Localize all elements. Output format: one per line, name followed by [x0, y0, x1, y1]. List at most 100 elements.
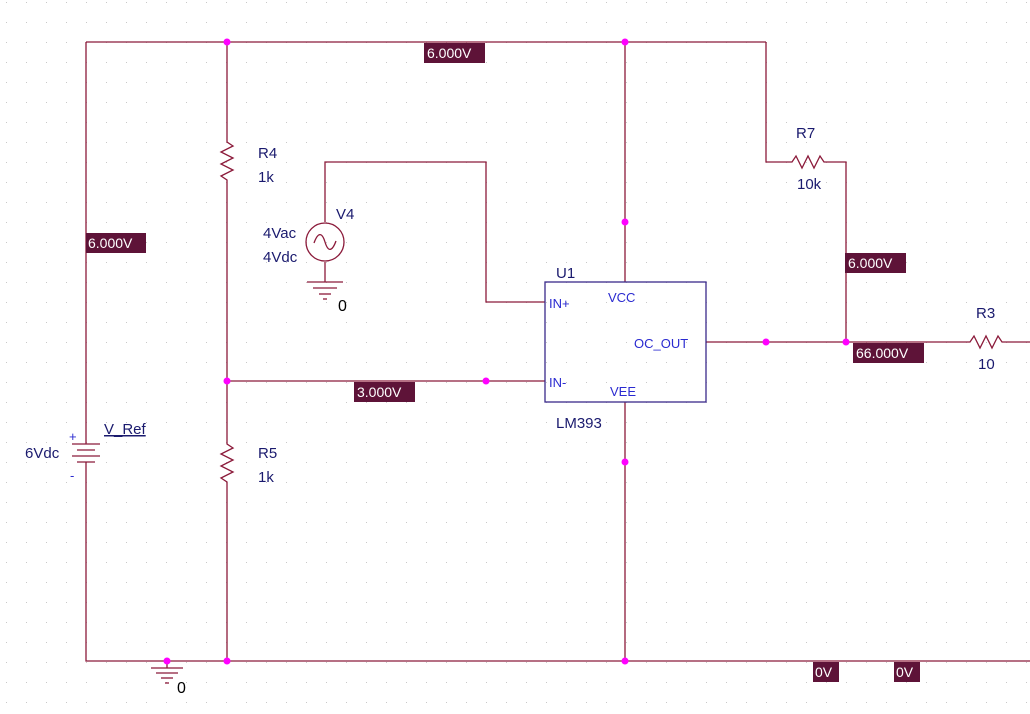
- resistor-r5[interactable]: [219, 440, 235, 488]
- wire-left-rail-bottom[interactable]: [85, 470, 1030, 662]
- resistor-r4[interactable]: [219, 138, 235, 186]
- grid-dot: [286, 262, 287, 263]
- grid-dot: [446, 702, 447, 703]
- grid-dot: [446, 362, 447, 363]
- wire-v4-top[interactable]: [324, 161, 545, 303]
- grid-dot: [766, 482, 767, 483]
- resistor-r3[interactable]: [966, 334, 1008, 350]
- grid-dot: [1026, 322, 1027, 323]
- grid-dot: [6, 382, 7, 383]
- grid-dot: [386, 2, 387, 3]
- grid-dot: [546, 582, 547, 583]
- grid-dot: [326, 582, 327, 583]
- grid-dot: [866, 562, 867, 563]
- grid-dot: [166, 302, 167, 303]
- grid-dot: [606, 422, 607, 423]
- grid-dot: [626, 142, 627, 143]
- grid-dot: [326, 142, 327, 143]
- grid-dot: [266, 322, 267, 323]
- grid-dot: [106, 402, 107, 403]
- grid-dot: [346, 702, 347, 703]
- grid-dot: [206, 102, 207, 103]
- grid-dot: [6, 222, 7, 223]
- grid-dot: [146, 22, 147, 23]
- grid-dot: [326, 402, 327, 403]
- grid-dot: [126, 102, 127, 103]
- grid-dot: [506, 602, 507, 603]
- grid-dot: [966, 602, 967, 603]
- grid-dot: [26, 562, 27, 563]
- grid-dot: [966, 642, 967, 643]
- grid-dot: [546, 442, 547, 443]
- grid-dot: [1026, 202, 1027, 203]
- grid-dot: [1026, 262, 1027, 263]
- grid-dot: [406, 522, 407, 523]
- grid-dot: [826, 702, 827, 703]
- grid-dot: [646, 202, 647, 203]
- battery-vref[interactable]: [72, 432, 100, 470]
- grid-dot: [1026, 382, 1027, 383]
- grid-dot: [306, 562, 307, 563]
- grid-dot: [906, 442, 907, 443]
- grid-dot: [466, 702, 467, 703]
- ac-source-v4[interactable]: [305, 222, 345, 262]
- grid-dot: [866, 182, 867, 183]
- grid-dot: [726, 702, 727, 703]
- grid-dot: [506, 502, 507, 503]
- grid-dot: [586, 522, 587, 523]
- grid-dot: [526, 82, 527, 83]
- resistor-r7[interactable]: [788, 154, 826, 170]
- wire-r7-right[interactable]: [826, 161, 847, 342]
- grid-dot: [366, 102, 367, 103]
- grid-dot: [746, 662, 747, 663]
- grid-dot: [646, 682, 647, 683]
- grid-dot: [846, 102, 847, 103]
- grid-dot: [846, 462, 847, 463]
- grid-dot: [846, 122, 847, 123]
- grid-dot: [26, 322, 27, 323]
- grid-dot: [286, 602, 287, 603]
- grid-dot: [986, 662, 987, 663]
- grid-dot: [386, 622, 387, 623]
- wire-r7-left[interactable]: [765, 42, 788, 163]
- grid-dot: [146, 582, 147, 583]
- grid-dot: [966, 42, 967, 43]
- grid-dot: [106, 122, 107, 123]
- grid-dot: [546, 302, 547, 303]
- grid-dot: [66, 102, 67, 103]
- grid-dot: [766, 622, 767, 623]
- grid-dot: [766, 302, 767, 303]
- comparator-u1[interactable]: [544, 281, 707, 403]
- grid-dot: [626, 162, 627, 163]
- grid-dot: [186, 302, 187, 303]
- grid-dot: [286, 142, 287, 143]
- grid-dot: [806, 402, 807, 403]
- grid-dot: [366, 602, 367, 603]
- grid-dot: [526, 422, 527, 423]
- grid-dot: [706, 182, 707, 183]
- grid-dot: [366, 482, 367, 483]
- grid-dot: [486, 122, 487, 123]
- grid-dot: [506, 322, 507, 323]
- grid-dot: [266, 282, 267, 283]
- grid-dot: [606, 442, 607, 443]
- grid-dot: [826, 682, 827, 683]
- grid-dot: [386, 522, 387, 523]
- grid-dot: [926, 462, 927, 463]
- grid-dot: [526, 182, 527, 183]
- grid-dot: [726, 642, 727, 643]
- grid-dot: [766, 642, 767, 643]
- grid-dot: [186, 662, 187, 663]
- grid-dot: [786, 62, 787, 63]
- grid-dot: [986, 242, 987, 243]
- grid-dot: [106, 462, 107, 463]
- grid-dot: [426, 542, 427, 543]
- grid-dot: [246, 602, 247, 603]
- grid-dot: [86, 2, 87, 3]
- grid-dot: [46, 542, 47, 543]
- grid-dot: [306, 682, 307, 683]
- grid-dot: [606, 62, 607, 63]
- u1-name-label: U1: [556, 265, 575, 282]
- grid-dot: [426, 2, 427, 3]
- grid-dot: [526, 502, 527, 503]
